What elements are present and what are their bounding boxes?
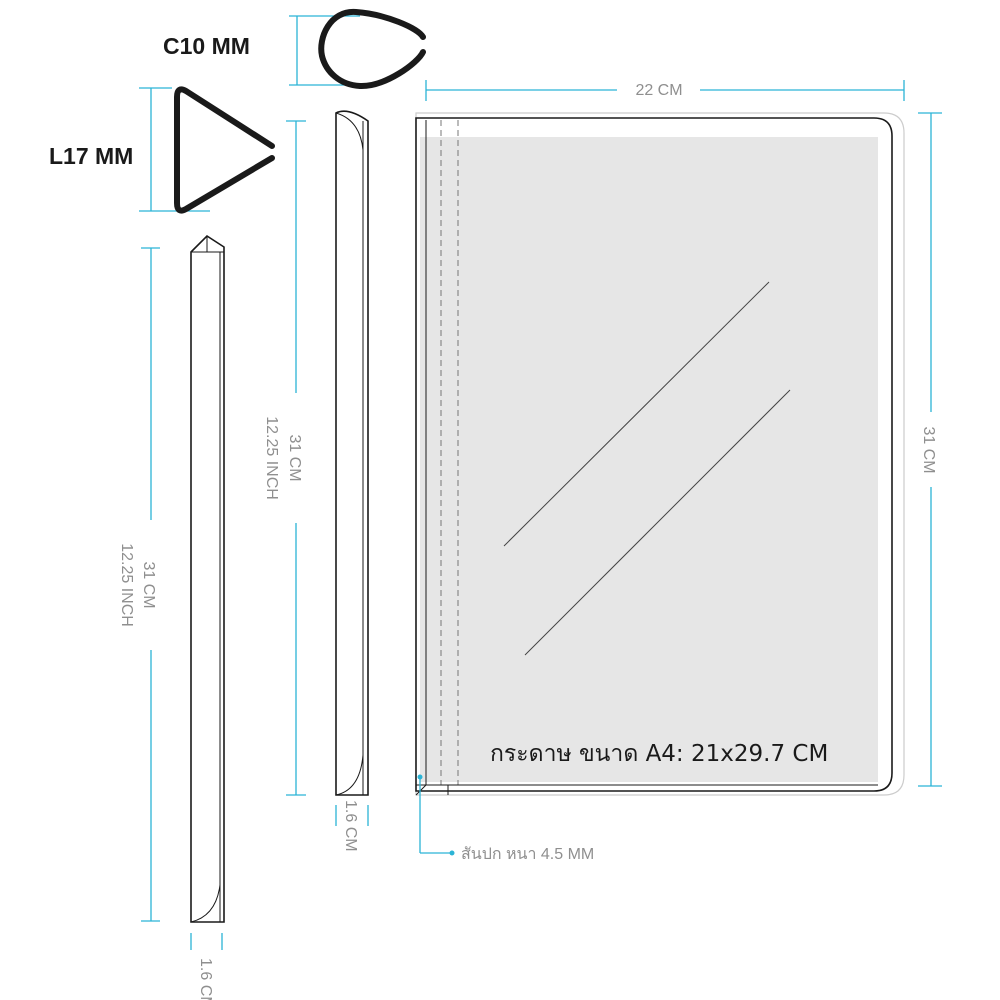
glare-line-upper (503, 281, 770, 547)
left-bar-height-inch: 12.25 INCH (118, 543, 135, 627)
middle-bar-width-dimension (335, 805, 369, 826)
left-bar-height-cm: 31 CM (140, 561, 157, 608)
l17-label: L17 MM (49, 143, 133, 169)
l-profile-group: L17 MM (49, 86, 275, 214)
middle-binding-bar (335, 110, 369, 796)
middle-bar-height-dimension (286, 120, 306, 796)
middle-bar-height-cm: 31 CM (286, 434, 303, 481)
spine-thickness-label: สันปก หนา 4.5 MM (461, 846, 594, 863)
c10-label: C10 MM (163, 33, 250, 59)
triangle-profile-shape (174, 86, 275, 214)
glare-line-lower (524, 389, 791, 656)
paper-size-label: กระดาษ ขนาด A4: 21x29.7 CM (490, 741, 828, 767)
cover-width-label: 22 CM (635, 82, 682, 99)
left-bar-height-dimension (141, 247, 160, 922)
c-profile-shape (318, 8, 426, 90)
cover-height-dimension (918, 112, 942, 787)
report-cover: กระดาษ ขนาด A4: 21x29.7 CM (415, 112, 905, 796)
middle-bar-width: 1.6 CM (342, 800, 359, 852)
spine-callout (417, 774, 455, 856)
cover-height-label: 31 CM (920, 426, 937, 473)
left-bar-width-dimension (190, 933, 223, 950)
a4-paper (420, 137, 878, 782)
cover-width-dimension (425, 80, 905, 101)
c-profile-group: C10 MM (163, 8, 426, 90)
l17-dimension-line (139, 87, 210, 212)
middle-bar-height-inch: 12.25 INCH (263, 416, 280, 500)
left-binding-bar (190, 234, 225, 923)
left-bar-width: 1.6 CM (197, 958, 214, 1000)
